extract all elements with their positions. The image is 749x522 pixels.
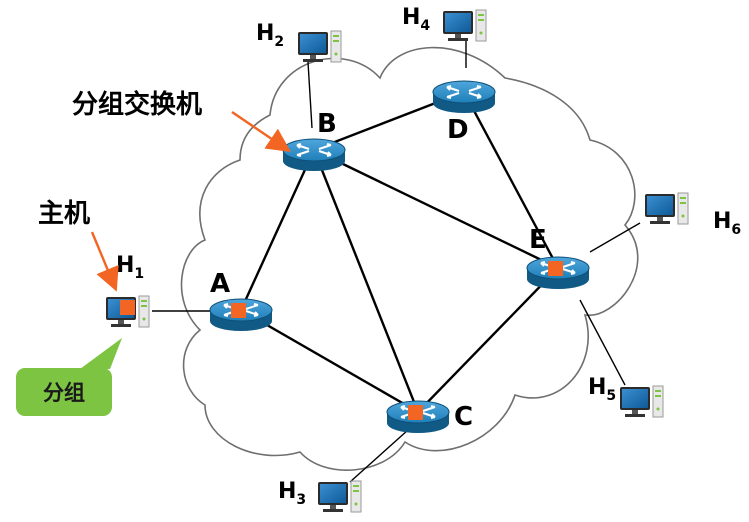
link-A-B: [239, 149, 316, 311]
host-h3: [318, 480, 362, 513]
host-h4: [443, 9, 487, 42]
packet-callout-label: 分组: [43, 381, 85, 405]
switch-callout-label: 分组交换机: [72, 89, 202, 120]
router-d: [432, 80, 496, 113]
host-label-h5: H5: [588, 375, 616, 404]
packet-icon: [408, 405, 423, 420]
access-line-h2: [307, 61, 313, 129]
host-access-lines: [152, 38, 641, 483]
host-h2: [298, 30, 342, 63]
link-D-E: [462, 91, 560, 269]
router-label-a: A: [210, 269, 230, 299]
access-line-h5: [579, 299, 626, 386]
packet-icon: [120, 300, 135, 315]
packet-callout-tag: 分组: [16, 368, 112, 416]
host-label-h6: H6: [713, 209, 741, 238]
routers-layer: A B C D E: [209, 80, 590, 433]
host-h6: [645, 192, 689, 225]
host-label-h2: H2: [256, 21, 284, 50]
switch-callout-arrow: [231, 111, 291, 153]
packet-icon: [231, 303, 246, 318]
link-B-C: [312, 149, 420, 413]
host-callout-label: 主机: [38, 199, 90, 229]
router-a: [209, 298, 273, 331]
packet-tag-tail: [80, 338, 122, 369]
router-label-e: E: [529, 225, 547, 255]
router-label-b: B: [317, 109, 337, 139]
router-b: [282, 138, 346, 171]
packet-icon: [548, 261, 563, 276]
link-B-E: [313, 148, 559, 270]
access-line-h6: [589, 222, 641, 253]
router-e: [526, 256, 590, 289]
host-label-h4: H4: [402, 5, 430, 34]
host-h1: [106, 295, 150, 328]
link-A-C: [240, 308, 419, 414]
router-label-c: C: [454, 402, 473, 432]
host-h5: [620, 385, 664, 418]
host-callout-arrow: [90, 231, 119, 292]
host-label-h1: H1: [116, 253, 144, 282]
router-c: [386, 400, 450, 433]
access-line-h3: [349, 429, 409, 483]
host-label-h3: H3: [278, 479, 306, 508]
link-C-E: [417, 267, 559, 413]
router-label-d: D: [447, 115, 469, 145]
